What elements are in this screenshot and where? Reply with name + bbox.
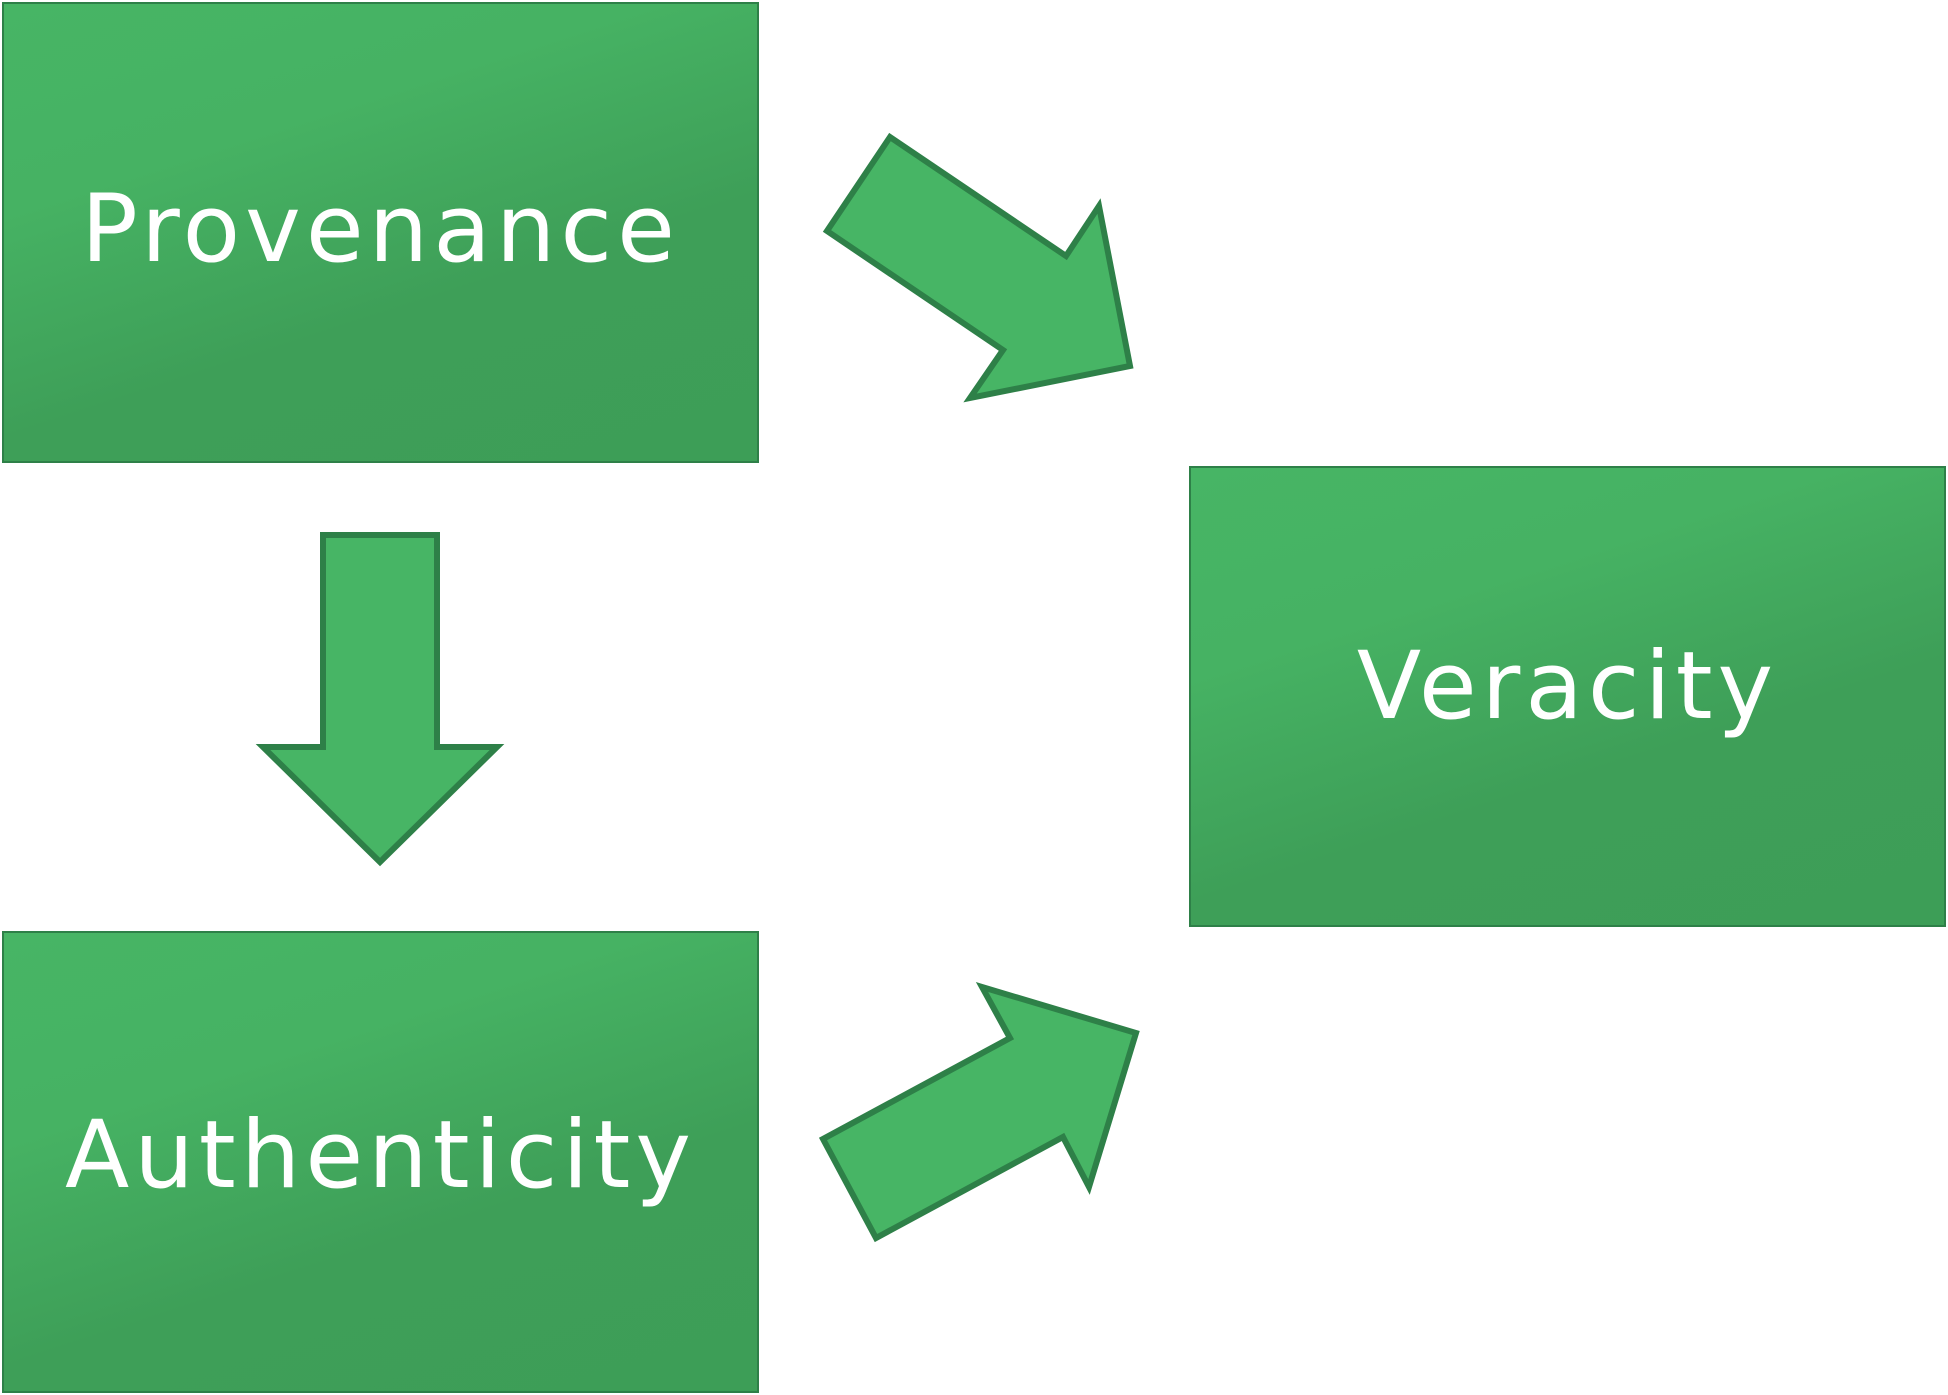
arrow-provenance-to-authenticity [255,532,505,867]
arrow-provenance-to-veracity [822,132,1134,403]
authenticity-box: Authenticity [2,931,759,1393]
veracity-label: Veracity [1356,632,1779,741]
arrow-authenticity-to-veracity [818,982,1140,1243]
provenance-box: Provenance [2,2,759,463]
veracity-box: Veracity [1189,466,1946,927]
provenance-label: Provenance [81,175,680,284]
authenticity-label: Authenticity [65,1100,696,1210]
